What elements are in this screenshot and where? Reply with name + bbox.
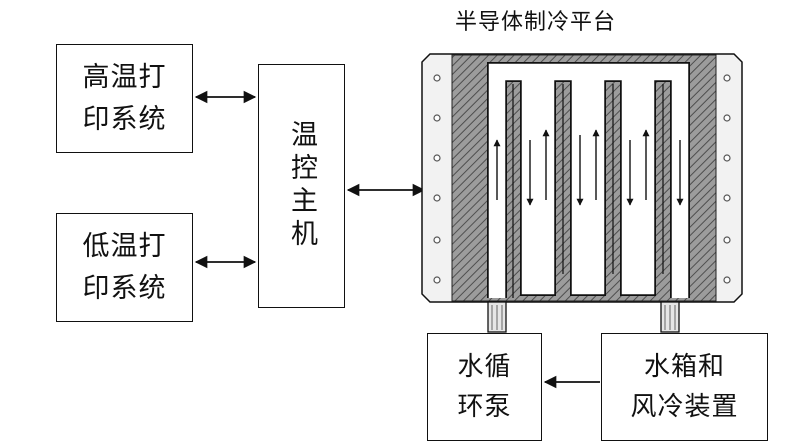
low-temp-print-system-box: 低温打 印系统 <box>56 213 193 322</box>
mounting-holes <box>433 74 731 284</box>
mounting-hole-icon <box>433 276 441 284</box>
mounting-hole-icon <box>723 154 731 162</box>
high-temp-print-system-box: 高温打 印系统 <box>56 44 193 153</box>
water-tank-and-air-cooling-label: 水箱和 风冷装置 <box>630 352 739 422</box>
flow-arrows <box>493 129 684 206</box>
temp-control-host-box: 温控主机 <box>258 64 345 308</box>
channel-separators <box>512 84 664 298</box>
mounting-hole-icon <box>723 194 731 202</box>
water-circulation-pump-label: 水循 环泵 <box>457 352 512 422</box>
mounting-hole-icon <box>723 74 731 82</box>
mounting-hole-icon <box>433 114 441 122</box>
platform-title: 半导体制冷平台 <box>455 10 617 35</box>
pipe-connector-left <box>487 301 507 333</box>
mounting-hole-icon <box>723 236 731 244</box>
mounting-hole-icon <box>723 276 731 284</box>
water-tank-and-air-cooling-box: 水箱和 风冷装置 <box>601 333 768 441</box>
pipe-connector-right <box>660 301 680 333</box>
mounting-hole-icon <box>433 236 441 244</box>
low-temp-print-system-label: 低温打 印系统 <box>82 230 167 304</box>
high-temp-print-system-label: 高温打 印系统 <box>82 61 167 135</box>
mounting-hole-icon <box>433 194 441 202</box>
mounting-hole-icon <box>433 154 441 162</box>
temp-control-host-label: 温控主机 <box>286 120 317 252</box>
water-circulation-pump-box: 水循 环泵 <box>427 333 542 441</box>
mounting-hole-icon <box>433 74 441 82</box>
mounting-hole-icon <box>723 114 731 122</box>
